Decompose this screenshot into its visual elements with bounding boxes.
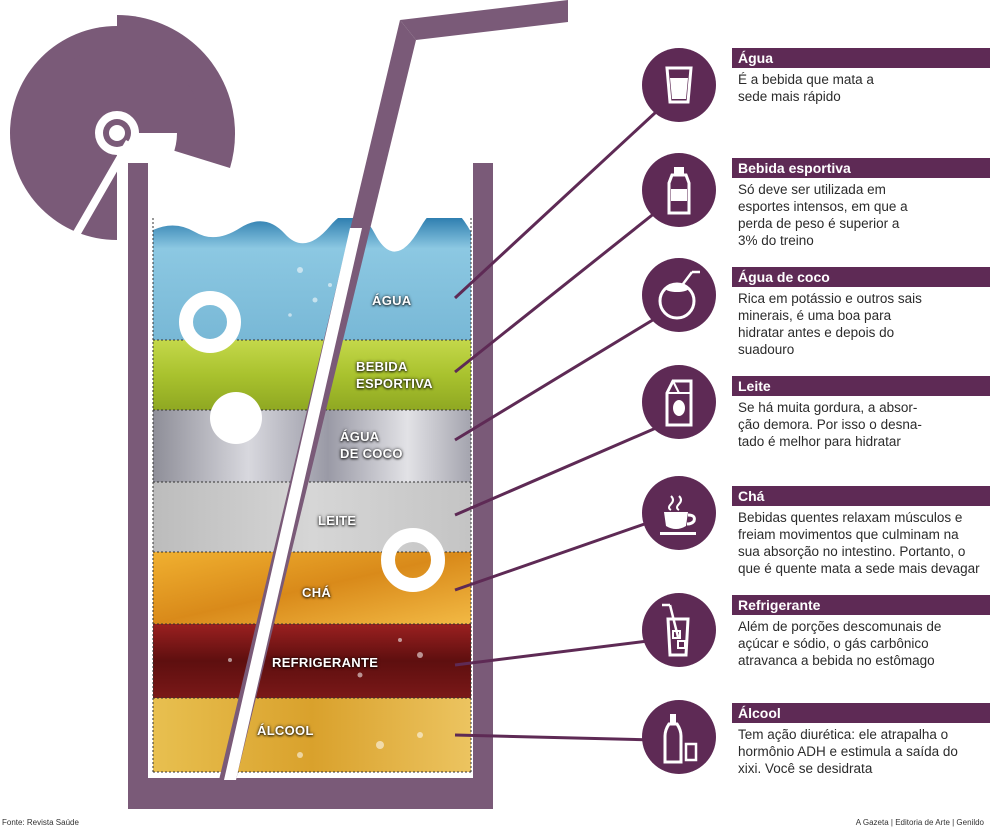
sports-bottle-icon: [642, 153, 716, 227]
card-bebida-esportiva: Bebida esportiva Só deve ser utilizada e…: [732, 158, 990, 249]
card-title: Chá: [732, 486, 990, 506]
layer-label-leite: LEITE: [318, 513, 357, 528]
decorative-rings: [179, 291, 445, 592]
card-title: Álcool: [732, 703, 990, 723]
liquid-layers: [152, 206, 472, 773]
card-body: Só deve ser utilizada em esportes intens…: [738, 182, 908, 248]
coconut-icon: [642, 258, 716, 332]
layer-label-refrigerante: REFRIGERANTE: [272, 655, 379, 670]
card-title: Água: [732, 48, 990, 68]
card-body: Tem ação diurética: ele atrapalha o horm…: [738, 727, 958, 776]
card-body: Além de porções descomunais de açúcar e …: [738, 619, 942, 668]
card-title: Bebida esportiva: [732, 158, 990, 178]
layer-label-alcool: ÁLCOOL: [257, 723, 314, 738]
tea-cup-icon: [642, 476, 716, 550]
layer-label-agua-de-coco: ÁGUA DE COCO: [340, 429, 403, 461]
lemon-slice-icon: [10, 15, 236, 248]
card-body: Bebidas quentes relaxam músculos e freia…: [738, 510, 980, 576]
card-agua-de-coco: Água de coco Rica em potássio e outros s…: [732, 267, 990, 358]
card-refrigerante: Refrigerante Além de porções descomunais…: [732, 595, 990, 669]
glass-frame: [128, 163, 493, 809]
card-leite: Leite Se há muita gordura, a absor- ção …: [732, 376, 990, 450]
card-body: Se há muita gordura, a absor- ção demora…: [738, 400, 922, 449]
card-body: Rica em potássio e outros sais minerais,…: [738, 291, 922, 357]
connector-lines: [453, 110, 658, 742]
card-agua: Água É a bebida que mata a sede mais ráp…: [732, 48, 990, 105]
milk-carton-icon: [642, 365, 716, 439]
soda-glass-icon: [642, 593, 716, 667]
layer-soda: [153, 624, 471, 698]
author-credit: A Gazeta | Editoria de Arte | Genildo: [855, 818, 984, 827]
straw: [219, 0, 568, 780]
layer-label-agua: ÁGUA: [372, 293, 412, 308]
bottle-and-glass-icon: [642, 700, 716, 774]
card-title: Refrigerante: [732, 595, 990, 615]
source-credit: Fonte: Revista Saúde: [2, 818, 79, 827]
layer-label-cha: CHÁ: [302, 585, 332, 600]
card-cha: Chá Bebidas quentes relaxam músculos e f…: [732, 486, 990, 577]
card-title: Leite: [732, 376, 990, 396]
card-body: É a bebida que mata a sede mais rápido: [738, 72, 874, 104]
card-alcool: Álcool Tem ação diurética: ele atrapalha…: [732, 703, 990, 777]
layer-label-bebida-esportiva: BEBIDA ESPORTIVA: [356, 359, 433, 391]
card-title: Água de coco: [732, 267, 990, 287]
water-glass-icon: [642, 48, 716, 122]
